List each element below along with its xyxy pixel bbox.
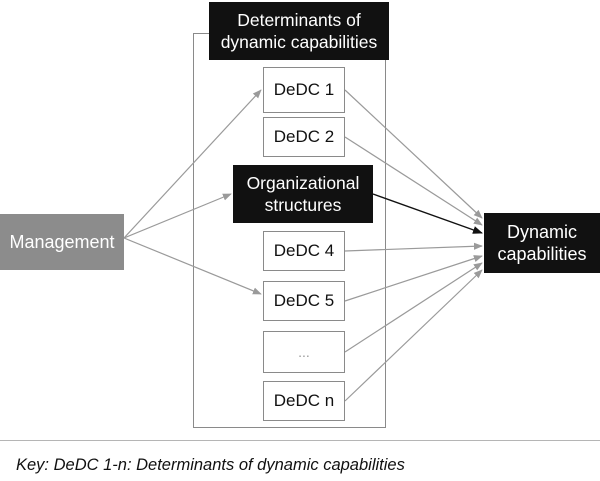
determinant-node-dedc-4: DeDC 4 [263,231,345,271]
determinant-label: DeDC 2 [273,127,335,146]
determinant-label: DeDC 4 [273,241,335,260]
arrow-to-dynamic-capabilities-organizational-structures [372,193,483,234]
determinant-label: DeDC 1 [273,80,335,99]
determinant-node-dedc-n: DeDC n [263,381,345,421]
arrow-to-dynamic-capabilities-dedc-4 [344,242,483,252]
key-text: Key: DeDC 1-n: Determinants of dynamic c… [16,456,405,474]
target-node-dynamic-capabilities: Dynamic capabilities [484,213,600,273]
source-node-management: Management [0,214,124,270]
determinant-label: DeDC n [273,391,335,410]
determinant-node-ellipsis: ... [263,331,345,373]
determinant-node-dedc-2: DeDC 2 [263,117,345,157]
arrow-to-dynamic-capabilities-dedc-n [344,269,483,402]
determinant-label: Organizational structures [246,173,360,215]
determinant-label: DeDC 5 [273,291,335,310]
arrow-to-dynamic-capabilities-dedc-1 [344,89,483,219]
container-title: Determinants of dynamic capabilities [209,2,389,60]
determinant-node-dedc-5: DeDC 5 [263,281,345,321]
arrow-management-to-organizational-structures [123,193,232,239]
source-label: Management [9,231,115,252]
arrow-to-dynamic-capabilities-dedc-2 [344,136,483,226]
arrow-management-to-dedc-5 [123,237,262,295]
key-divider [0,440,600,441]
target-label: Dynamic capabilities [497,222,587,264]
container-title-text: Determinants of dynamic capabilities [220,10,378,52]
arrow-management-to-dedc-1 [123,89,262,239]
determinant-node-dedc-1: DeDC 1 [263,67,345,113]
arrow-to-dynamic-capabilities-ellipsis [344,262,483,353]
determinant-node-organizational-structures: Organizational structures [233,165,373,223]
determinant-label: ... [298,344,310,360]
arrow-to-dynamic-capabilities-dedc-5 [344,255,483,302]
